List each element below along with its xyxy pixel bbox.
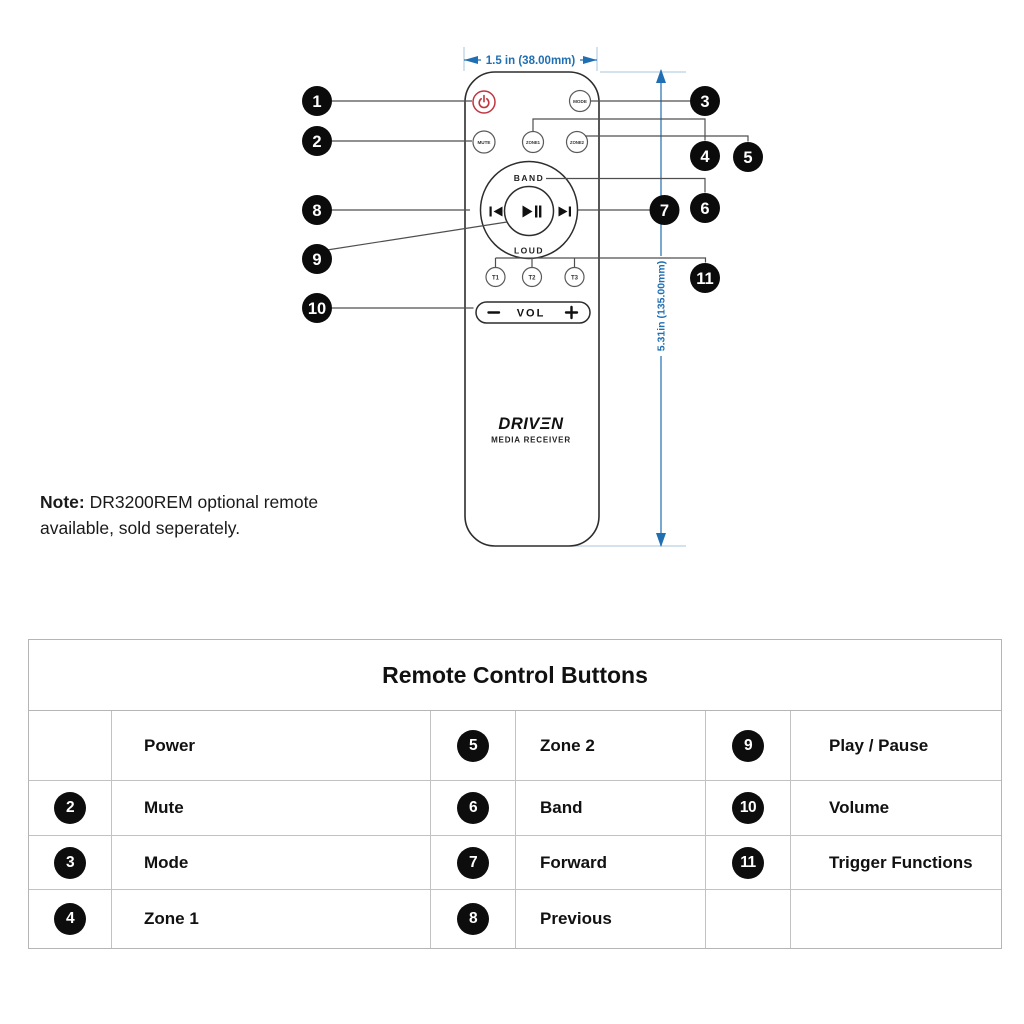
- table-header: Remote Control Buttons: [29, 640, 1001, 711]
- badge-11: 11: [732, 846, 764, 879]
- table-cell: 2: [29, 781, 112, 836]
- svg-text:1: 1: [312, 93, 321, 111]
- svg-text:10: 10: [308, 300, 326, 318]
- svg-text:6: 6: [700, 200, 709, 218]
- callout-4: 4: [690, 141, 720, 171]
- callout-9: 9: [302, 244, 332, 274]
- vol-label: VOL: [517, 308, 546, 320]
- band-label: BAND: [514, 173, 545, 183]
- button-label: Power: [112, 711, 431, 781]
- button-label: Forward: [516, 836, 706, 890]
- svg-text:T3: T3: [571, 275, 579, 281]
- badge-6: 6: [457, 792, 489, 824]
- callout-lines: [326, 100, 749, 309]
- table-cell-empty: [791, 890, 1001, 948]
- volume-bar: VOL: [475, 301, 591, 324]
- loud-label: LOUD: [514, 246, 544, 256]
- note-label: Note:: [40, 492, 85, 512]
- mute-button: MUTE: [472, 130, 496, 154]
- table-cell: 11: [706, 836, 791, 890]
- svg-text:9: 9: [312, 251, 321, 269]
- button-label: Trigger Functions: [791, 836, 1001, 890]
- badge-9: 9: [732, 729, 764, 762]
- remote-diagram: 1.5 in (38.00mm) 5.31in (135.00mm) MODE …: [302, 47, 763, 547]
- table-cell: 8: [431, 890, 516, 948]
- svg-text:MUTE: MUTE: [477, 140, 490, 145]
- button-label: Band: [516, 781, 706, 836]
- table-cell-empty: [706, 890, 791, 948]
- svg-text:8: 8: [312, 202, 321, 220]
- zone2-button: ZONE2: [565, 130, 589, 154]
- callout-3: 3: [690, 86, 720, 116]
- badge-8: 8: [457, 903, 489, 935]
- table-cell: 6: [431, 781, 516, 836]
- callout-5: 5: [733, 142, 763, 172]
- button-label: Mode: [112, 836, 431, 890]
- badge-3: 3: [54, 846, 86, 879]
- play-pause-icon: [522, 205, 542, 218]
- badge-4: 4: [54, 903, 86, 935]
- table-title: Remote Control Buttons: [382, 661, 648, 688]
- previous-icon: [489, 206, 503, 217]
- remote-body: [464, 71, 600, 547]
- svg-text:4: 4: [700, 148, 710, 166]
- badge-10: 10: [732, 792, 764, 824]
- table-cell: 10: [706, 781, 791, 836]
- table-cell: 4: [29, 890, 112, 948]
- svg-text:11: 11: [696, 270, 713, 288]
- button-label: Zone 2: [516, 711, 706, 781]
- brand-subtitle: MEDIA RECEIVER: [491, 436, 571, 445]
- button-label: Play / Pause: [791, 711, 1001, 781]
- brand-logo: DRIVΞN: [498, 415, 564, 433]
- table-cell: 3: [29, 836, 112, 890]
- callout-1: 1: [302, 86, 332, 116]
- table-cell: 9: [706, 711, 791, 781]
- height-dimension: 5.31in (135.00mm): [654, 69, 668, 547]
- table-grid: Power 5 Zone 2 9 Play / Pause 2 Mute 6 B…: [29, 711, 1001, 948]
- callout-2: 2: [302, 126, 332, 156]
- button-label: Previous: [516, 890, 706, 948]
- badge-7: 7: [457, 846, 489, 879]
- svg-text:ZONE2: ZONE2: [570, 140, 585, 145]
- button-label: Zone 1: [112, 890, 431, 948]
- svg-text:2: 2: [312, 133, 321, 151]
- badge-5: 5: [457, 729, 489, 762]
- badge-2: 2: [54, 792, 86, 824]
- remote-buttons-table: Remote Control Buttons Power 5 Zone 2 9 …: [28, 639, 1002, 949]
- table-cell: 7: [431, 836, 516, 890]
- width-dimension: 1.5 in (38.00mm): [464, 52, 597, 67]
- next-icon: [558, 206, 571, 217]
- svg-text:7: 7: [660, 202, 669, 220]
- svg-text:ZONE1: ZONE1: [526, 140, 541, 145]
- volume-plus-icon: [564, 305, 579, 320]
- callout-6: 6: [690, 193, 720, 223]
- callout-10: 10: [302, 293, 332, 323]
- svg-text:5: 5: [743, 149, 752, 167]
- note-text: Note: DR3200REM optional remote availabl…: [40, 492, 319, 539]
- svg-text:MODE: MODE: [573, 99, 587, 104]
- power-button-icon: [472, 90, 496, 114]
- button-label: Mute: [112, 781, 431, 836]
- callout-11: 11: [690, 263, 720, 293]
- svg-text:3: 3: [700, 93, 709, 111]
- table-cell: 5: [431, 711, 516, 781]
- height-dimension-label: 5.31in (135.00mm): [656, 261, 668, 351]
- table-cell-empty: [29, 711, 112, 781]
- t1-button: T1: [485, 266, 506, 288]
- svg-text:T1: T1: [492, 275, 500, 281]
- svg-text:T2: T2: [528, 275, 536, 281]
- width-dimension-label: 1.5 in (38.00mm): [486, 55, 576, 67]
- t3-button: T3: [564, 266, 585, 288]
- callout-7: 7: [649, 195, 680, 225]
- t2-button: T2: [521, 266, 543, 288]
- callout-badges: 1 2 8 9 10 3 4 5 7 6 11: [302, 86, 763, 323]
- callout-8: 8: [302, 195, 332, 225]
- button-label: Volume: [791, 781, 1001, 836]
